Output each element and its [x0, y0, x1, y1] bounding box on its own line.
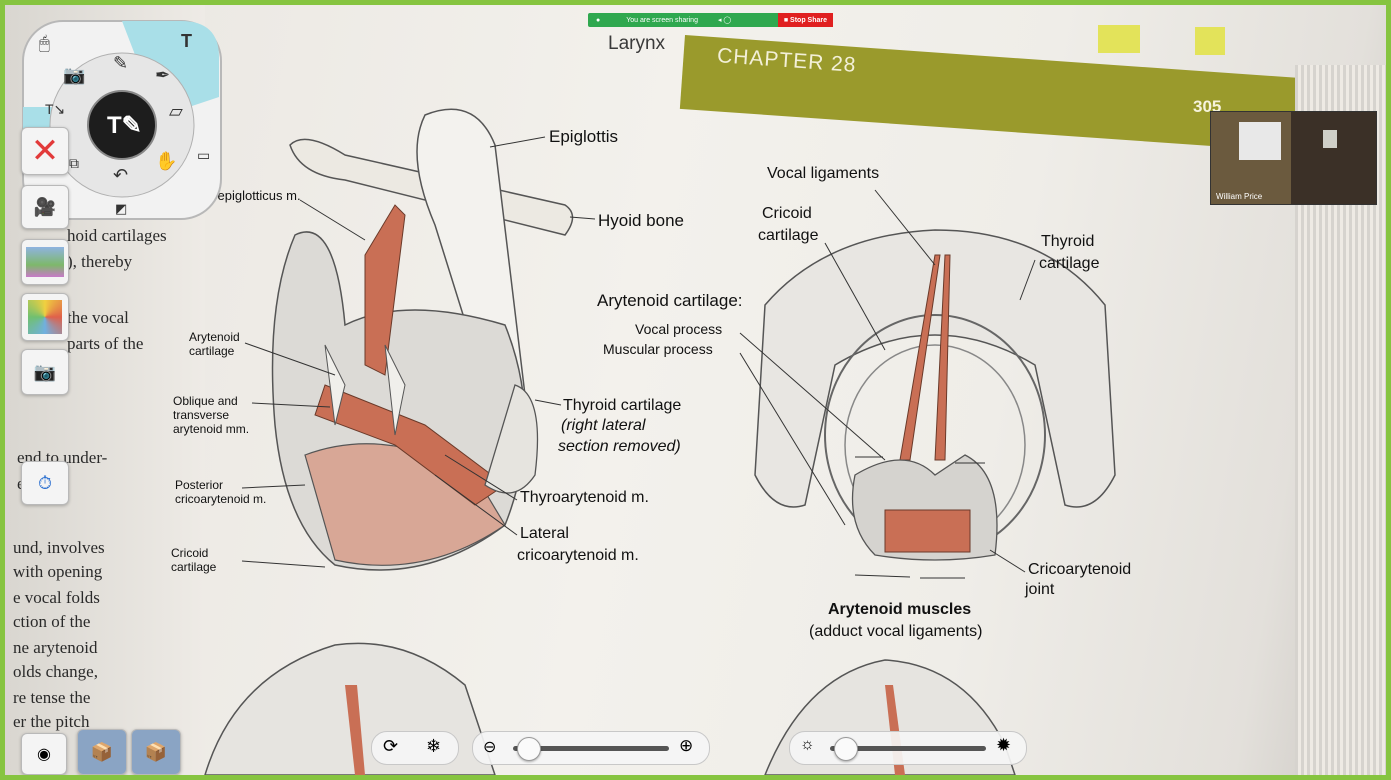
wall-poster [1323, 130, 1337, 148]
mouse-icon[interactable]: 🖱 [39, 33, 50, 54]
label-thyroid: Thyroid cartilage [563, 397, 681, 415]
undo-icon[interactable]: ↶ [113, 165, 128, 186]
image-gallery-icon [26, 247, 64, 277]
label-cricoid-1: Cricoid [762, 205, 812, 223]
label-posterior: Posterior cricoarytenoid m. [175, 479, 275, 507]
rotate-icon[interactable]: ⟳ [383, 736, 398, 757]
gallery-box-icon: 📦 [145, 742, 167, 763]
add-camera-button[interactable]: 📷 [21, 349, 69, 395]
participant-video[interactable]: William Price [1210, 111, 1377, 205]
timer-button[interactable]: ⏱ [21, 461, 69, 505]
capture-box-icon: 📦 [91, 742, 113, 763]
highlighter-icon[interactable]: ✒ [155, 65, 170, 86]
zoom-control: ⊖ ⊕ [472, 731, 710, 765]
projector-screen [1239, 122, 1281, 160]
label-vocal-ligaments: Vocal ligaments [767, 165, 879, 183]
zoom-in-icon[interactable]: ⊕ [679, 736, 693, 756]
gallery-button[interactable]: 📦 [131, 729, 181, 775]
share-status-text: You are screen sharing [626, 17, 698, 24]
share-controls-icon[interactable]: ◂ ◯ [718, 16, 731, 24]
screen-icon[interactable]: ⧉ [69, 155, 79, 172]
label-muscular-process: Muscular process [603, 341, 713, 357]
text-icon[interactable]: T [181, 31, 192, 52]
participant-name: William Price [1216, 192, 1262, 201]
pen-icon[interactable]: ✎ [113, 53, 128, 74]
color-picker-icon [28, 300, 62, 334]
label-thyroarytenoid: Thyroarytenoid m. [520, 489, 649, 507]
color-picker-button[interactable] [21, 293, 69, 341]
label-thyroid-right-1: Thyroid [1041, 233, 1094, 251]
record-icon: ◉ [37, 744, 51, 764]
caption-subtitle: (adduct vocal ligaments) [809, 623, 982, 641]
stop-share-label: Stop Share [790, 17, 827, 24]
caption-title: Arytenoid muscles [828, 601, 971, 619]
brightness-high-icon[interactable]: ✹ [996, 735, 1011, 756]
label-thyroid-note-2: section removed) [558, 438, 681, 456]
label-cricoarytenoid-1: Cricoarytenoid [1028, 561, 1131, 579]
timer-icon: ⏱ [38, 473, 52, 494]
label-hyoid: Hyoid bone [598, 211, 684, 231]
text-select-icon[interactable]: T↘ [45, 101, 65, 118]
brightness-control: ☼ ✹ [789, 731, 1027, 765]
brightness-slider-knob[interactable] [834, 737, 858, 761]
label-lateral-1: Lateral [520, 525, 569, 543]
view-controls: ⟳ ❄ [371, 731, 459, 765]
close-icon: ✕ [31, 134, 60, 168]
label-vocal-process: Vocal process [635, 321, 722, 337]
whiteboard-icon[interactable]: ▭ [197, 147, 210, 164]
record-button[interactable]: ◉ [21, 733, 67, 775]
label-oblique: Oblique and transverse arytenoid mm. [173, 395, 255, 436]
camera-settings-icon: 🎥 [34, 197, 56, 218]
room-background [1291, 112, 1376, 204]
label-thyroid-note-1: (right lateral [561, 417, 645, 435]
hand-icon[interactable]: ✋ [155, 151, 177, 172]
close-button[interactable]: ✕ [21, 127, 69, 175]
annotate-mode-icon[interactable]: T✎ [107, 111, 142, 140]
label-cricoid-left: Cricoid cartilage [171, 547, 231, 575]
eraser-icon[interactable]: ▱ [169, 101, 183, 122]
label-thyroid-right-2: cartilage [1039, 255, 1099, 273]
camera-icon[interactable]: 📷 [63, 65, 85, 86]
zoom-out-icon[interactable]: ⊖ [483, 737, 496, 757]
capture-button[interactable]: 📦 [77, 729, 127, 775]
brightness-low-icon[interactable]: ☼ [800, 736, 815, 754]
label-epiglottis: Epiglottis [549, 127, 618, 147]
freeze-icon[interactable]: ❄ [426, 736, 441, 757]
image-gallery-button[interactable] [21, 239, 69, 285]
label-cricoarytenoid-2: joint [1025, 581, 1054, 599]
label-arytenoid-cartilage: Arytenoid cartilage: [597, 291, 743, 311]
label-cricoid-2: cartilage [758, 227, 818, 245]
camera-settings-button[interactable]: 🎥 [21, 185, 69, 229]
zoom-slider-knob[interactable] [517, 737, 541, 761]
slideshow-icon[interactable]: ◩ [115, 201, 127, 217]
share-status-icon: ● [596, 17, 600, 24]
stop-share-button[interactable]: ■ Stop Share [778, 13, 833, 27]
label-arytenoid: Arytenoid cartilage [189, 331, 249, 359]
screen-share-bar: ● You are screen sharing ◂ ◯ ■ Stop Shar… [588, 13, 833, 27]
label-lateral-2: cricoarytenoid m. [517, 547, 639, 565]
add-camera-icon: 📷 [34, 362, 56, 383]
